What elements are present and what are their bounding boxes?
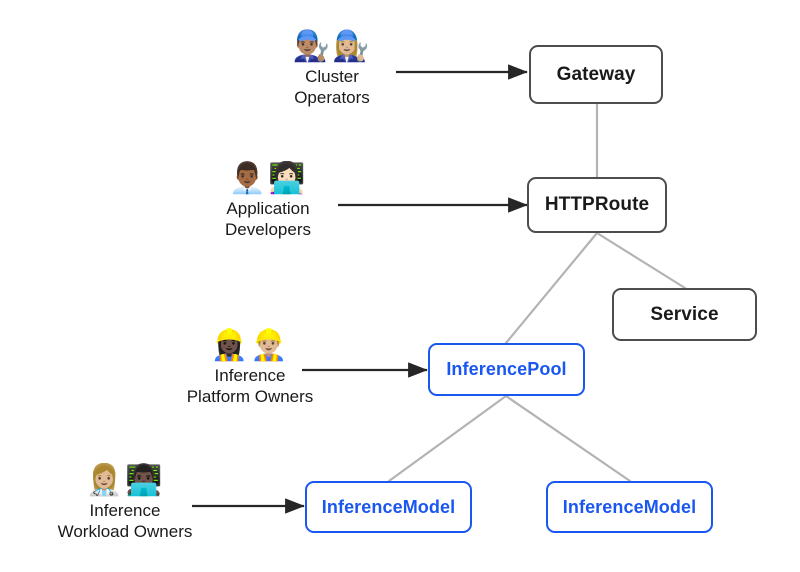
node-inferencemodel_left[interactable]: InferenceModel [305,481,472,533]
node-label: HTTPRoute [544,194,650,215]
actor-label-line1: Inference [89,501,161,520]
persona-arrows [192,64,528,514]
actor-label-line2: Developers [225,220,311,239]
edge-httproute-service [595,231,687,290]
actor-label-line2: Operators [294,88,370,107]
node-label: Gateway [556,63,636,85]
edge-httproute-inferencepool [504,231,599,345]
actor-avatar-icon: 👷🏿‍♀️👷🏼‍♂️ [210,328,290,363]
actor-avatar-icon: 👩🏼‍⚕️👨🏿‍💻 [85,463,165,498]
node-inferencepool[interactable]: InferencePool [428,343,585,396]
actor-label-line1: Application [226,199,310,218]
node-label: InferenceModel [562,496,697,517]
node-label: InferencePool [446,359,567,379]
node-gateway[interactable]: Gateway [529,45,663,104]
node-httproute[interactable]: HTTPRoute [527,177,667,233]
actor-label-line1: Cluster [305,67,359,86]
actor-label-line1: Inference [214,366,286,385]
actor-avatar-icon: 👨🏾‍💼👩🏻‍💻 [228,161,308,196]
node-label: InferenceModel [321,496,456,517]
edge-inferencepool-model-left [387,394,508,483]
actor-label-line2: Platform Owners [186,387,314,406]
node-label: Service [650,303,719,325]
actor-avatar-icon: 👨🏽‍🔧👩🏼‍🔧 [292,29,372,64]
edge-inferencepool-model-right [504,394,632,483]
node-service[interactable]: Service [612,288,757,341]
node-inferencemodel_right[interactable]: InferenceModel [546,481,713,533]
actor-label-line2: Workload Owners [57,522,193,541]
